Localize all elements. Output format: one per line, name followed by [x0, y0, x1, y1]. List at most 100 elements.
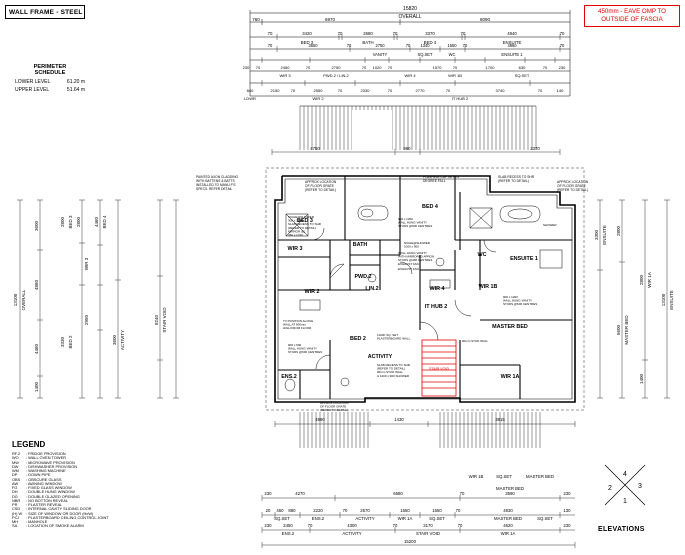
roof-hatch-mask — [352, 110, 392, 152]
room-bath-label: BATH — [353, 242, 368, 248]
legend-code: DP — [12, 472, 18, 478]
dim-row2-v: 3370 — [425, 31, 435, 36]
note-tv-position: TV POSITION ALONG WALL AT 900mm HIGH FRO… — [283, 319, 314, 330]
bottom-dim-r2b-label: MASTER BED — [496, 486, 524, 491]
note-line: PLASTERBOARD WALL — [377, 337, 411, 341]
note-line: WALL AT 900mm — [283, 323, 307, 327]
legend-code: PCJ — [12, 514, 20, 520]
legend-text: : FIXED GLASS WINDOW — [26, 485, 72, 490]
left-dim-c0: 4460 — [34, 343, 39, 354]
legend-text: : FRIDGE PROVISION — [26, 451, 66, 456]
bottom-dim-r2: 3590 — [505, 491, 515, 496]
note-line: 1100K SQ. SET — [377, 333, 398, 337]
eave-note-line1: 450mm - EAVE OMP TO — [598, 8, 666, 15]
bottom-dim-r1: 1430 — [394, 417, 404, 422]
note-line: EXHAUST FAN — [398, 262, 419, 266]
right-dimensions — [597, 199, 670, 399]
dim-overall-total: 15820 — [403, 6, 417, 12]
left-dim-c3: BED 4 — [102, 215, 107, 229]
note-line: PAINTED AXON CLADDING — [196, 175, 239, 179]
dim-row3-values: 70 3650 70 2750 70 1340 1550 70 4860 70 … — [268, 43, 565, 57]
dim-row3-v: 70 — [347, 43, 352, 48]
elevation-marker — [604, 464, 646, 506]
dim-row2-v: 2680 — [363, 31, 373, 36]
bottom-dim-r4: 2450 — [283, 523, 293, 528]
left-dim-c0: 3600 — [34, 220, 39, 231]
dim-row2-v: 70 — [461, 31, 466, 36]
legend-item: AW: AWNING WINDOW — [12, 481, 142, 486]
note-line: STUDS @600 CENTRES — [288, 350, 322, 354]
note-slab-top: SLAB RECESS TO SHR (REFER TO DETAIL) — [498, 175, 535, 183]
drawing-title: WALL FRAME - STEEL — [5, 5, 85, 19]
note-line: (REFER TO DETAIL) — [557, 188, 588, 192]
legend-text: : WALL OVEN TOWER — [26, 455, 66, 461]
bottom-dim-r2: 4270 — [295, 491, 305, 496]
dim-row4-v: 70 — [388, 65, 393, 70]
left-dim-c0: 4860 — [34, 279, 39, 290]
note-line: TV POSITION ALONG — [283, 319, 314, 323]
legend-item: (H) W: SIZE OF WINDOW OR DOOR (HxW) — [12, 511, 142, 516]
dim-row2-v: 4940 — [507, 31, 517, 36]
bottom-dim-r2-label: MASTER BED — [526, 474, 554, 479]
bottom-dim-r3: 2570 — [360, 508, 370, 513]
room-ithub2-label: IT HUB 2 — [425, 304, 447, 310]
right-dim-c2: WIR 1A — [647, 272, 652, 288]
dim-row5-v: 2150 — [271, 88, 281, 93]
fixtures — [284, 205, 563, 392]
dim-row5-v: 70 — [388, 88, 393, 93]
right-dim-c1: MASTER BED — [624, 315, 629, 345]
roof-hatch-bottom — [299, 412, 541, 448]
legend-item: DG: DOUBLE GLAZED OPENING — [12, 494, 142, 499]
legend-item: DH: DOUBLE HUNG WINDOW — [12, 489, 142, 494]
bottom-dim-r3: 2220 — [313, 508, 323, 513]
note-line: WITH BATTENS & BATTS — [196, 179, 236, 183]
note-line: APPROX LOCATION — [320, 401, 348, 405]
room-wir2-label: WIR 2 — [305, 289, 320, 295]
bottom-dim-r4: 70 — [458, 523, 463, 528]
legend-item: CSD: INTERNAL CAVITY SLIDING DOOR — [12, 506, 142, 512]
dim-row3-label: VANITY — [373, 52, 388, 57]
dim-row4-v: 70 — [543, 65, 548, 70]
bottom-dim-r1: 4990 — [315, 417, 325, 422]
note-line: & 1200 x 900 SHOWER — [377, 374, 410, 378]
dim-row2-v: 70 — [560, 31, 565, 36]
note-line: 90mm STUD WALL — [377, 370, 404, 374]
note-line: NICHE@SHOWER — [404, 241, 431, 245]
legend-text: : INTERNAL CAVITY SLIDING DOOR — [26, 506, 92, 512]
bottom-dim-r3: 70 — [343, 508, 348, 513]
schedule-title-1: PERIMETER — [33, 64, 67, 70]
legend-text: : NO BOTTOM REVEAL — [26, 497, 69, 503]
dim-row1-c: 8090 — [480, 17, 491, 22]
top-dim-ticks — [261, 34, 561, 86]
legend-code: RF.2 — [12, 451, 20, 456]
legend-text: : OBSCURE GLASS — [26, 476, 62, 482]
dim-row2-label: BED 3 — [301, 40, 314, 45]
room-wir1b-label: WIR 1B — [479, 284, 498, 290]
legend-text: : DOWN PIPE — [26, 472, 51, 478]
legend-text: : MICROWAVE PROVISION — [26, 459, 75, 465]
dim-row5-v: 3740 — [496, 88, 506, 93]
right-dim-c0: 3300 — [594, 229, 599, 240]
dim-row3-v: 70 — [406, 43, 411, 48]
dim-row4-v: 2450 — [281, 65, 291, 70]
dim-row2-label: ENSUITE — [503, 40, 522, 45]
bottom-dim-r3-label: SQ.SET — [537, 516, 553, 521]
note-line: OF FLOOR GRATE — [305, 184, 335, 188]
eave-note: 450mm - EAVE OMP TO OUTSIDE OF FASCIA — [584, 5, 680, 27]
dim-row2-label: BED 4 — [424, 40, 437, 45]
right-dim-total: 13100 — [661, 293, 666, 306]
note-line: SPECS. REFER DETAIL — [196, 187, 233, 191]
legend-code: NBR — [12, 497, 21, 503]
dim-row3-v: 1550 — [447, 43, 457, 48]
elevations-label: ELEVATIONS — [598, 526, 645, 533]
room-wir1a-label: WIR 1A — [501, 374, 520, 380]
note-line: DEGREE FALL — [423, 179, 446, 183]
legend-item: MH: MANHOLE — [12, 519, 142, 524]
note-line: STUDS @600 CENTRES — [503, 302, 537, 306]
left-dim-c3: 3600 — [112, 334, 117, 345]
dim-row5-label: LDWR — [244, 96, 256, 101]
dim-overall-label: OVERALL — [398, 14, 421, 20]
